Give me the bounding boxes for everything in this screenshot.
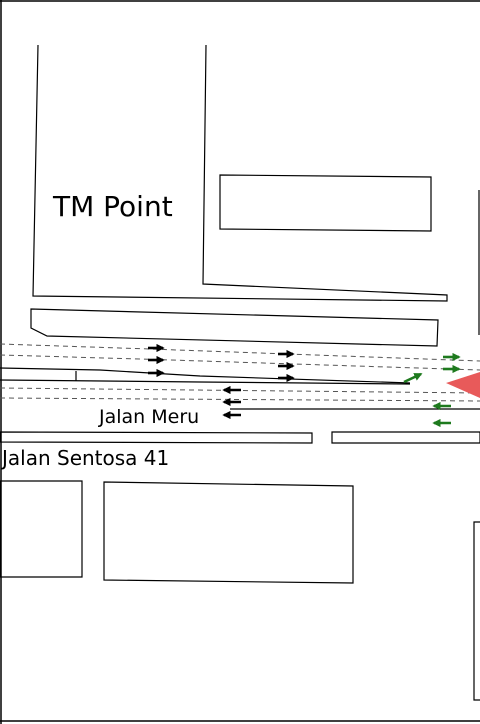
road-label-jalan-meru: Jalan Meru — [99, 406, 200, 428]
road-curbs — [0, 431, 480, 444]
lower-buildings — [0, 480, 480, 701]
building-label-tm-point: TM Point — [53, 190, 173, 223]
lane-markings — [0, 343, 480, 402]
building-block — [219, 174, 432, 232]
red-triangle-marker — [446, 372, 480, 398]
median-island — [30, 308, 439, 347]
road-label-jalan-sentosa: Jalan Sentosa 41 — [2, 446, 170, 470]
tm-point-building — [32, 44, 448, 302]
green-arrow-icon — [403, 352, 461, 428]
arrow-left-icon — [222, 385, 241, 420]
arrow-right-icon — [148, 343, 295, 383]
